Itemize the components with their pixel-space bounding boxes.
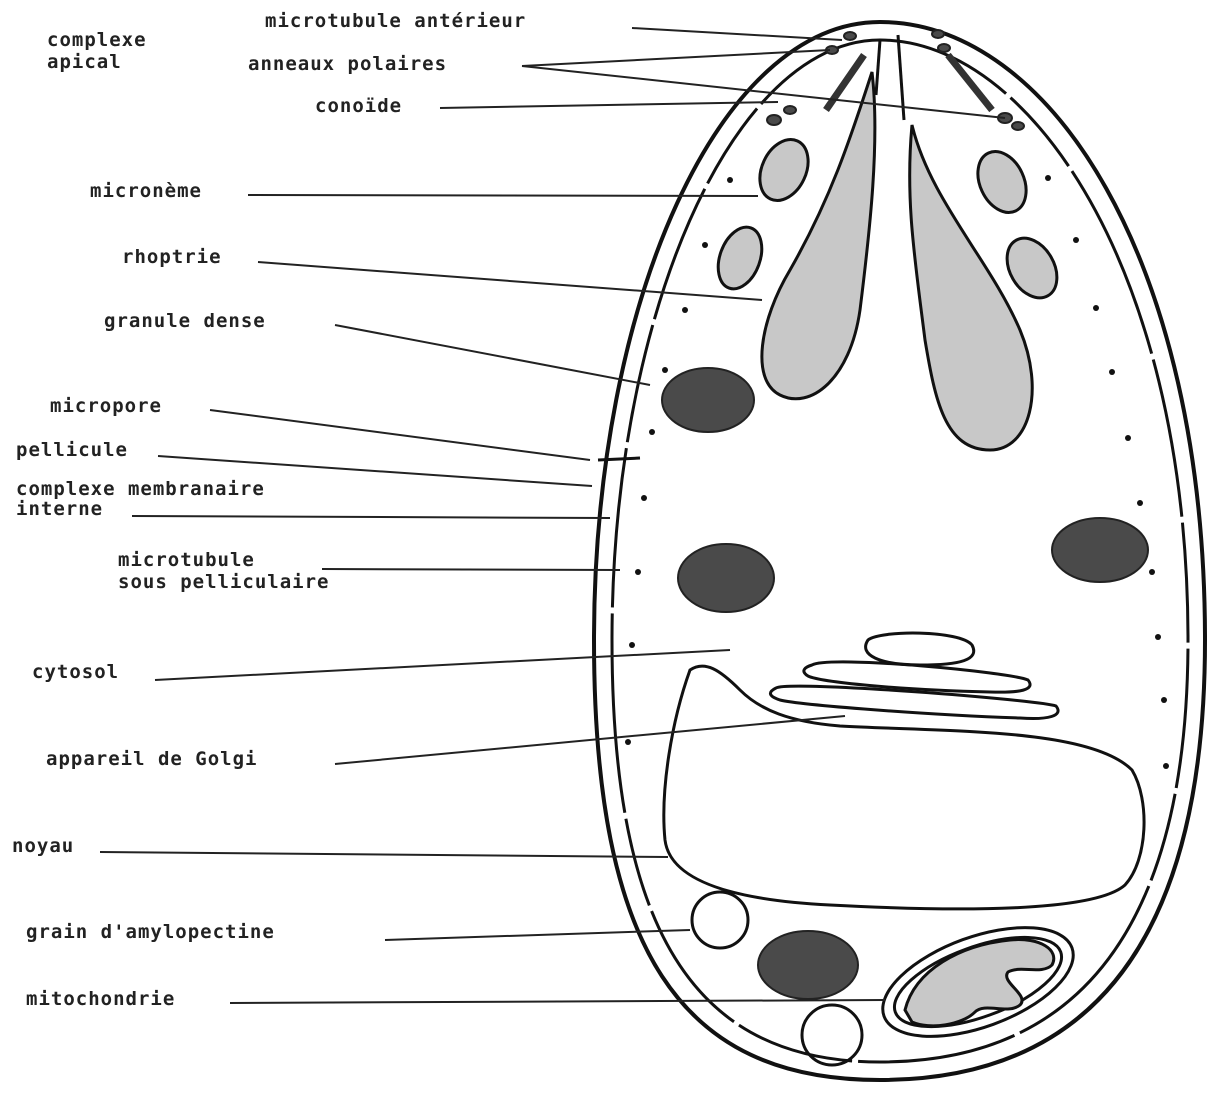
nucleus <box>664 666 1144 909</box>
label-cytosol: cytosol <box>32 661 119 683</box>
label-golgi: appareil de Golgi <box>46 748 257 770</box>
subpellicular-dots <box>625 175 1169 769</box>
label-polar-rings: anneaux polaires <box>248 53 447 75</box>
label-micropore: micropore <box>50 395 162 417</box>
label-amylopectin: grain d'amylopectine <box>26 921 275 943</box>
label-microneme: micronème <box>90 180 202 202</box>
label-mitochondrion: mitochondrie <box>26 988 175 1010</box>
label-rhoptry: rhoptrie <box>122 246 222 268</box>
label-subpellicular-line2: sous pelliculaire <box>118 571 329 593</box>
micropore <box>598 458 640 460</box>
label-imc-line1: complexe membranaire <box>16 478 265 500</box>
label-apical-complex-line1: complexe <box>47 29 147 51</box>
golgi-apparatus <box>770 633 1058 718</box>
label-imc-line2: interne <box>16 498 103 520</box>
micronemes <box>710 132 1067 307</box>
label-apical-complex-line2: apical <box>47 51 122 73</box>
label-conoid: conoïde <box>315 95 402 117</box>
label-dense-granule: granule dense <box>104 310 266 332</box>
rhoptries <box>762 72 1032 450</box>
labels: complexe apical microtubule antérieur an… <box>12 10 526 1010</box>
conoid-right <box>948 55 992 110</box>
label-pellicle: pellicule <box>16 439 128 461</box>
label-anterior-microtubule: microtubule antérieur <box>265 10 526 32</box>
label-nucleus: noyau <box>12 835 74 857</box>
label-subpellicular-line1: microtubule <box>118 549 255 571</box>
